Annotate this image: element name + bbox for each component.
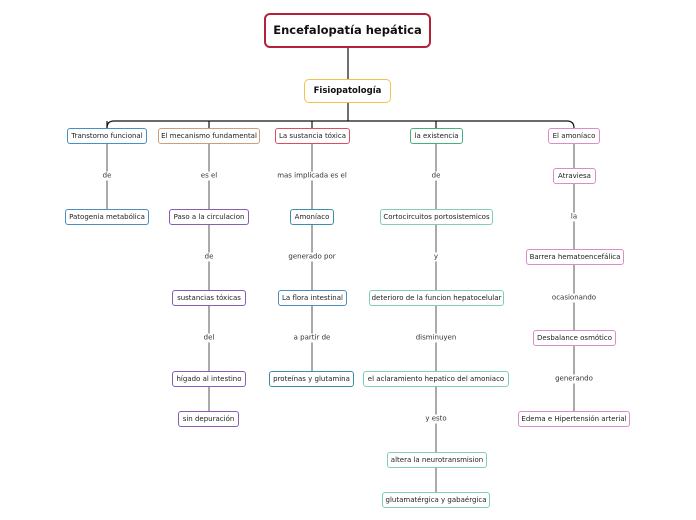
branch-2-link-2: a partir de	[291, 333, 333, 343]
root-node[interactable]: Encefalopatía hepática	[264, 13, 431, 48]
branch-1-link-2: del	[201, 333, 217, 343]
branch-3-node-2[interactable]: el aclaramiento hepatico del amoniaco	[363, 371, 509, 387]
branch-0-node-0[interactable]: Patogenia metabólica	[65, 209, 149, 225]
branch-2-link-1: generado por	[286, 252, 338, 262]
branch-4-node-1[interactable]: Barrera hematoencefálica	[526, 249, 624, 265]
branch-3-node-4[interactable]: glutamatérgica y gabaérgica	[382, 492, 490, 508]
branch-2-top-node[interactable]: La sustancia tóxica	[275, 128, 350, 144]
branch-4-link-1: la	[568, 212, 580, 222]
branch-4-top-node[interactable]: El amoníaco	[548, 128, 600, 144]
branch-1-node-1[interactable]: sustancias tóxicas	[172, 290, 246, 306]
branch-3-link-0: de	[429, 171, 443, 181]
branch-2-node-1[interactable]: La flora intestinal	[278, 290, 347, 306]
branch-3-top-node[interactable]: la existencia	[410, 128, 463, 144]
branch-3-link-3: y esto	[423, 414, 449, 424]
branch-2-node-0[interactable]: Amoníaco	[290, 209, 334, 225]
branch-2-link-0: mas implicada es el	[275, 171, 349, 181]
branch-4-node-2[interactable]: Desbalance osmótico	[533, 330, 616, 346]
branch-3-node-0[interactable]: Cortocircuitos portosistemicos	[380, 209, 493, 225]
branch-3-node-1[interactable]: deterioro de la funcion hepatocelular	[369, 290, 504, 306]
branch-4-node-0[interactable]: Atraviesa	[553, 168, 596, 184]
branch-1-top-node[interactable]: El mecanismo fundamental	[158, 128, 260, 144]
main-topic-node[interactable]: Fisiopatología	[304, 79, 391, 103]
branch-4-link-3: generando	[553, 374, 595, 384]
branch-4-link-2: ocasionando	[549, 293, 599, 303]
branch-2-node-2[interactable]: proteínas y glutamina	[269, 371, 354, 387]
branch-3-link-1: y	[431, 252, 441, 262]
branch-3-node-3[interactable]: altera la neurotransmision	[387, 452, 487, 468]
branch-1-link-1: de	[202, 252, 216, 262]
branch-1-node-0[interactable]: Paso a la circulacion	[169, 209, 249, 225]
branch-0-top-node[interactable]: Transtorno funcional	[67, 128, 147, 144]
branch-1-node-3[interactable]: sin depuración	[178, 411, 239, 427]
branch-0-link-0: de	[100, 171, 114, 181]
branch-1-link-0: es el	[198, 171, 220, 181]
branch-4-node-3[interactable]: Edema e Hipertensión arterial	[518, 411, 630, 427]
branch-1-node-2[interactable]: hígado al intestino	[172, 371, 246, 387]
branch-3-link-2: disminuyen	[413, 333, 459, 343]
